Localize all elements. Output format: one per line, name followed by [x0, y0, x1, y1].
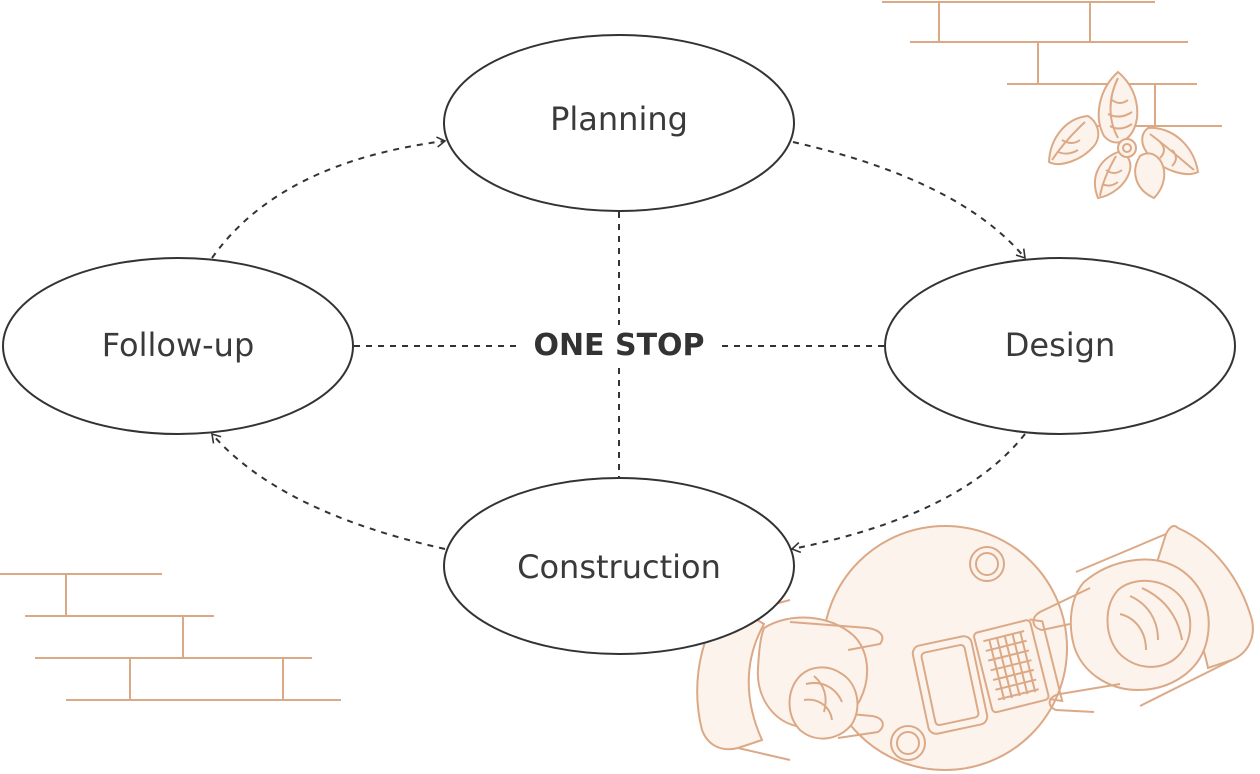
- node-design-label: Design: [1005, 326, 1115, 364]
- arrow-design-to-construction: [790, 433, 1026, 554]
- cycle-arrows: [211, 136, 1026, 554]
- arrow-planning-to-design: [792, 141, 1026, 260]
- node-design: Design: [884, 257, 1236, 435]
- plant-illustration: [1047, 70, 1200, 200]
- center-hub-label: ONE STOP: [533, 328, 704, 363]
- brick-wall-bottom-left: [0, 573, 341, 701]
- node-followup-label: Follow-up: [102, 326, 255, 364]
- node-planning-label: Planning: [550, 100, 688, 138]
- arrow-construction-to-followup: [211, 432, 446, 550]
- node-followup: Follow-up: [2, 257, 354, 435]
- node-construction-label: Construction: [517, 548, 721, 586]
- node-planning: Planning: [443, 34, 795, 212]
- arrow-followup-to-planning: [211, 136, 447, 259]
- hub-connectors: [354, 212, 884, 478]
- meeting-table-illustration: [696, 525, 1254, 771]
- brick-wall-top-right: [882, 1, 1222, 127]
- node-construction: Construction: [443, 477, 795, 655]
